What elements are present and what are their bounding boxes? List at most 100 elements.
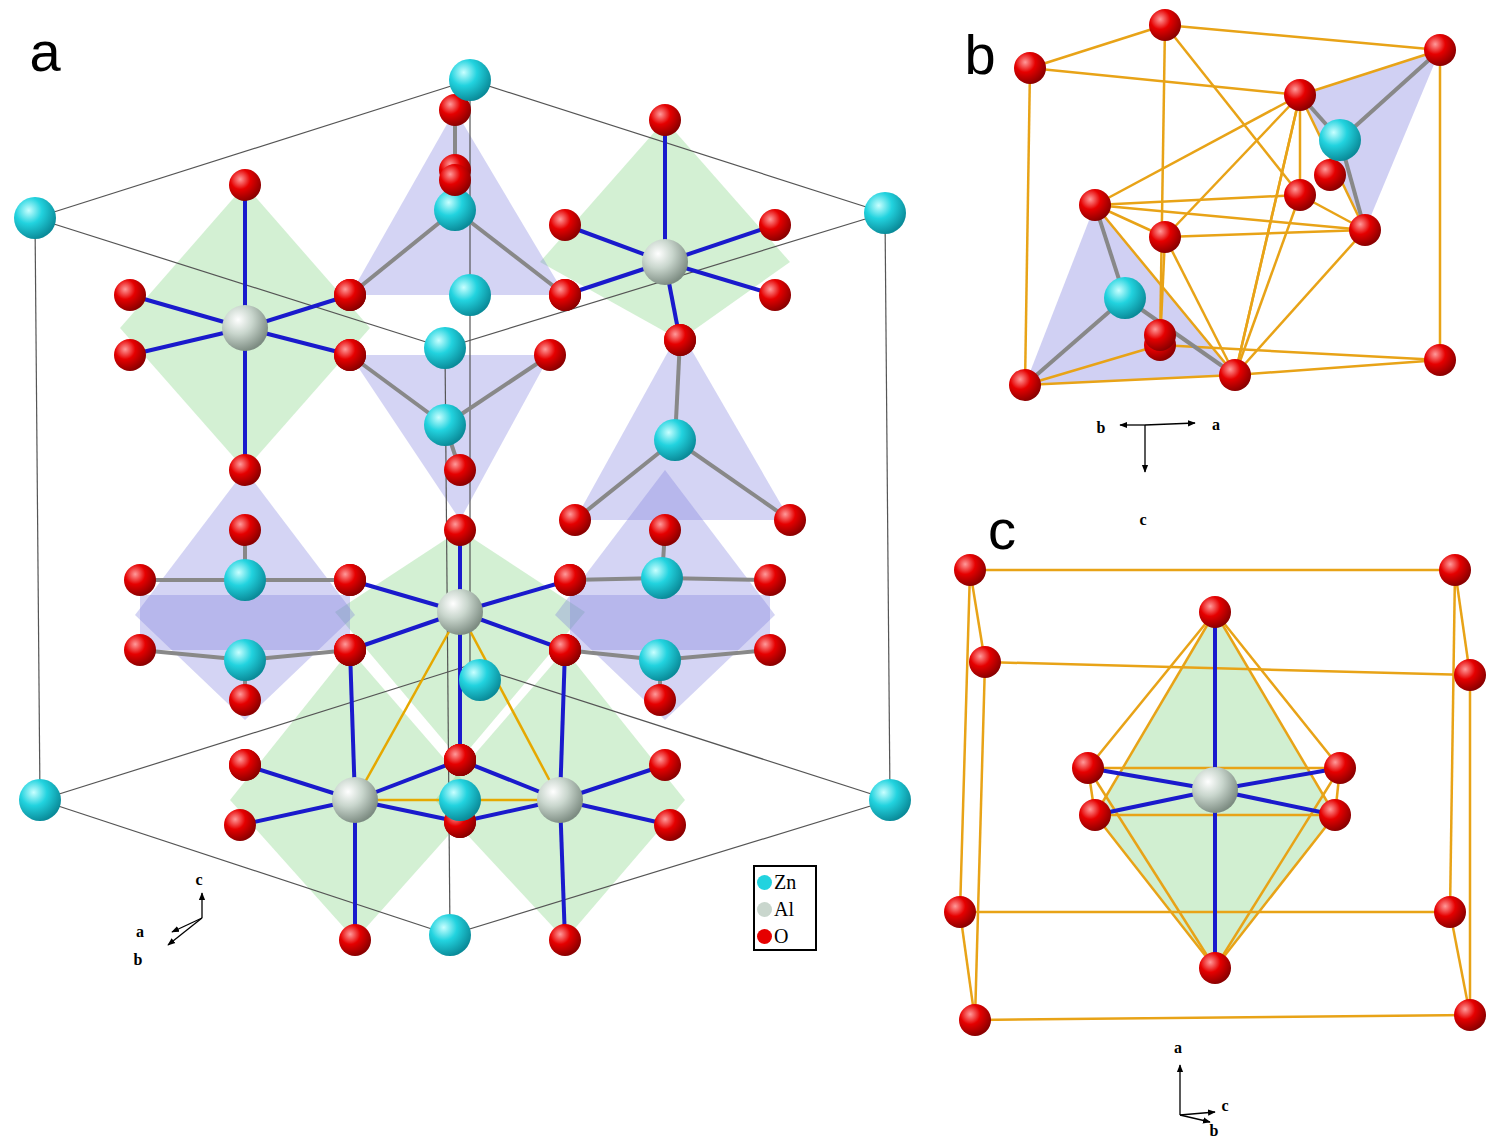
atom-sphere	[1009, 369, 1041, 401]
atom-sphere	[459, 659, 501, 701]
atom-sphere	[444, 744, 476, 776]
bond-line	[1439, 50, 1442, 360]
atom-sphere	[1454, 999, 1486, 1031]
bond-line	[1095, 205, 1365, 230]
atom-sphere	[1199, 596, 1231, 628]
atom-sphere	[549, 279, 581, 311]
bond-line	[975, 1015, 1470, 1020]
atom-sphere	[224, 639, 266, 681]
atom-sphere	[444, 744, 476, 776]
axis-label: a	[136, 924, 144, 940]
coordination-polyhedron	[1025, 205, 1235, 385]
atom-sphere	[449, 59, 491, 101]
atom-sphere	[334, 634, 366, 666]
bond-line	[1095, 95, 1300, 205]
bond-line	[985, 662, 1470, 675]
atom-sphere	[759, 279, 791, 311]
axis-arrow	[1180, 1112, 1215, 1115]
atom-sphere	[549, 634, 581, 666]
bond-line	[40, 800, 450, 935]
axis-arrow	[1120, 424, 1145, 425]
bond-line	[1025, 68, 1030, 385]
atom-sphere	[334, 634, 366, 666]
atom-sphere	[1219, 359, 1251, 391]
atom-sphere	[1284, 179, 1316, 211]
atom-sphere	[429, 914, 471, 956]
atom-sphere	[649, 514, 681, 546]
atom-sphere	[759, 209, 791, 241]
atom-sphere	[869, 779, 911, 821]
bond-line	[1088, 612, 1215, 768]
bond-line	[1469, 675, 1472, 1015]
bond-line	[1165, 237, 1235, 375]
atom-sphere	[229, 684, 261, 716]
atom-sphere	[549, 924, 581, 956]
bond-line	[35, 80, 470, 218]
bond-line	[885, 213, 890, 800]
axis-arrow	[201, 893, 202, 918]
atom-sphere	[444, 454, 476, 486]
atom-sphere	[229, 514, 261, 546]
atom-sphere	[424, 327, 466, 369]
atom-sphere	[114, 339, 146, 371]
coordination-polyhedron	[120, 185, 370, 470]
atom-sphere	[19, 779, 61, 821]
bond-line	[450, 800, 890, 935]
bond-line	[960, 570, 970, 912]
atom-sphere	[549, 209, 581, 241]
atom-sphere	[334, 279, 366, 311]
atom-sphere	[1424, 344, 1456, 376]
atom-sphere	[229, 169, 261, 201]
panel-letter: b	[964, 27, 995, 83]
axis-label: a	[1174, 1040, 1182, 1056]
bond-line	[35, 218, 40, 800]
atom-sphere	[334, 564, 366, 596]
axis-arrow	[1145, 423, 1195, 425]
atom-sphere	[1349, 214, 1381, 246]
axis-label: c	[195, 872, 202, 888]
bond-line	[960, 911, 1450, 914]
legend-text: Al	[774, 899, 794, 919]
bond-line	[675, 440, 790, 520]
atom-sphere	[549, 634, 581, 666]
atom-sphere	[654, 419, 696, 461]
bond-line	[1095, 205, 1235, 375]
atom-sphere	[334, 564, 366, 596]
atom-sphere	[642, 239, 688, 285]
bond-line	[1300, 50, 1440, 95]
atom-sphere	[124, 564, 156, 596]
atom-sphere	[559, 504, 591, 536]
atom-sphere	[444, 514, 476, 546]
atom-sphere	[664, 324, 696, 356]
atom-sphere	[1284, 79, 1316, 111]
panel-letter: a	[29, 24, 60, 80]
atom-sphere	[1144, 319, 1176, 351]
atom-sphere	[222, 305, 268, 351]
coordination-polyhedron	[1300, 50, 1440, 230]
atom-sphere	[439, 779, 481, 821]
atom-sphere	[1319, 799, 1351, 831]
atom-sphere	[1439, 554, 1471, 586]
atom-sphere	[554, 564, 586, 596]
atom-sphere	[14, 197, 56, 239]
axis-label: a	[1212, 417, 1220, 433]
bond-line	[1450, 570, 1455, 912]
legend-swatch	[757, 902, 772, 917]
atom-sphere	[114, 279, 146, 311]
legend-swatch	[757, 929, 772, 944]
atom-sphere	[1199, 952, 1231, 984]
atom-sphere	[554, 564, 586, 596]
bond-line	[470, 80, 885, 213]
bond-line	[1235, 360, 1440, 375]
atom-sphere	[549, 634, 581, 666]
atom-sphere	[332, 777, 378, 823]
atom-sphere	[649, 749, 681, 781]
atom-sphere	[1319, 119, 1361, 161]
legend-text: Zn	[774, 872, 796, 892]
atom-sphere	[444, 744, 476, 776]
atom-sphere	[224, 809, 256, 841]
bond-line	[975, 662, 985, 1020]
bond-line	[1213, 612, 1217, 790]
